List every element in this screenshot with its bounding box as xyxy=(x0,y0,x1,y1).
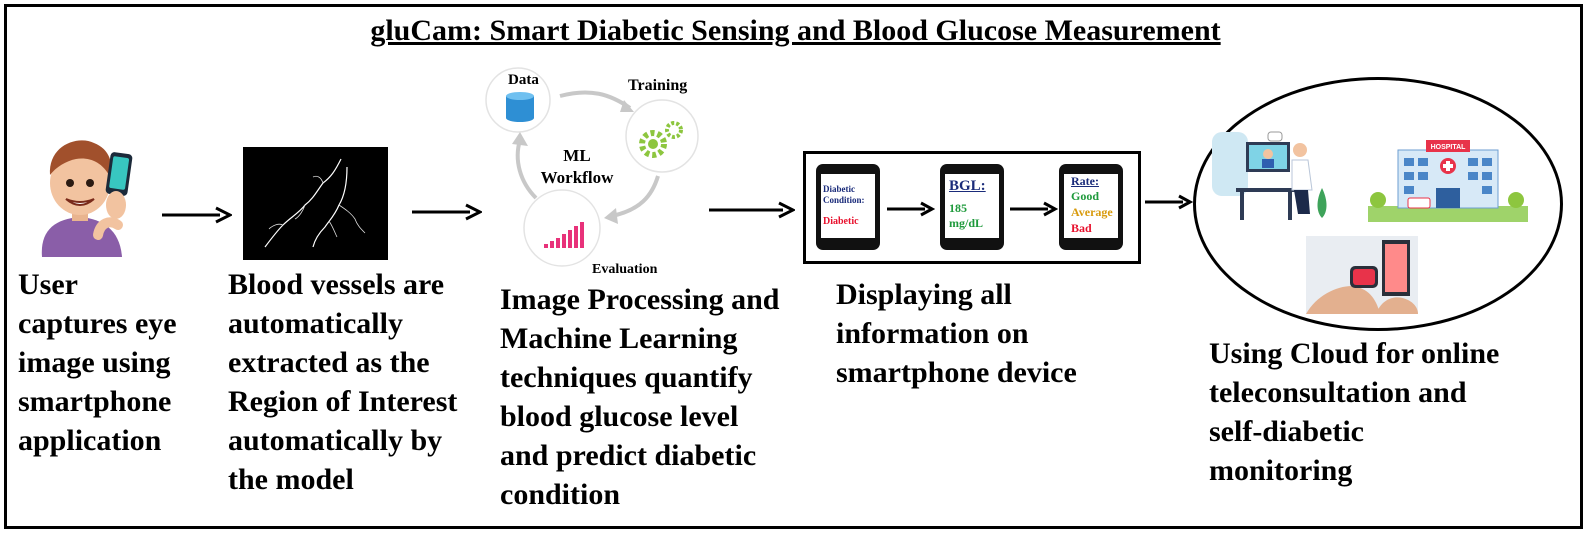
database-icon xyxy=(506,92,534,122)
evaluation-node xyxy=(523,189,601,267)
smartwatch-monitoring-illustration xyxy=(1306,236,1418,314)
data-label: Data xyxy=(508,72,539,88)
phone-bgl: BGL: 185 mg/dL xyxy=(940,164,1004,250)
smartphone-display-box xyxy=(803,151,1141,264)
arrow-step3-to-step4 xyxy=(709,201,795,219)
step2-caption: Blood vessels are automatically extracte… xyxy=(228,268,458,496)
step4-caption: Displaying all information on smartphone… xyxy=(836,278,1077,389)
phone2-value: 185 mg/dL xyxy=(949,201,984,230)
user-with-smartphone-illustration xyxy=(41,140,133,257)
blood-vessel-roi-image xyxy=(243,147,388,260)
training-label: Training xyxy=(628,77,688,94)
phone-diabetic-condition: Diabetic Condition: Diabetic xyxy=(816,164,880,250)
arrow-step4-to-step5 xyxy=(1145,194,1193,210)
phone3-average: Average xyxy=(1071,205,1113,219)
gears-icon xyxy=(639,121,683,158)
ml-workflow-diagram xyxy=(485,67,699,267)
bar-chart-icon xyxy=(544,222,584,248)
ml-workflow-label: ML Workflow xyxy=(540,146,614,187)
phone1-value: Diabetic xyxy=(823,216,859,227)
evaluation-label: Evaluation xyxy=(592,262,658,277)
diagram-title: gluCam: Smart Diabetic Sensing and Blood… xyxy=(370,14,1221,47)
arrow-phone1-to-phone2 xyxy=(887,201,935,217)
cloud-services-ellipse xyxy=(1193,77,1563,331)
phone3-label: Rate: xyxy=(1071,174,1099,188)
step1-caption: User captures eye image using smartphone… xyxy=(18,268,177,457)
hospital-building-illustration: HOSPITAL xyxy=(1368,140,1528,222)
arrow-step2-to-step3 xyxy=(412,203,482,221)
phone2-label: BGL: xyxy=(949,178,986,194)
phone3-bad: Bad xyxy=(1071,221,1092,235)
training-node xyxy=(625,99,699,173)
arrow-step1-to-step2 xyxy=(162,206,232,224)
step3-caption: Image Processing and Machine Learning te… xyxy=(500,283,780,511)
teleconsultation-doctor-illustration xyxy=(1212,131,1327,220)
phone3-good: Good xyxy=(1071,189,1100,203)
step5-caption: Using Cloud for online teleconsultation … xyxy=(1209,337,1500,487)
phone-rate: Rate: Good Average Bad xyxy=(1059,164,1123,250)
phone1-label: Diabetic Condition: xyxy=(823,184,865,205)
diagram-frame xyxy=(4,4,1583,529)
hospital-sign-text: HOSPITAL xyxy=(1431,144,1467,151)
arrow-phone2-to-phone3 xyxy=(1010,201,1058,217)
